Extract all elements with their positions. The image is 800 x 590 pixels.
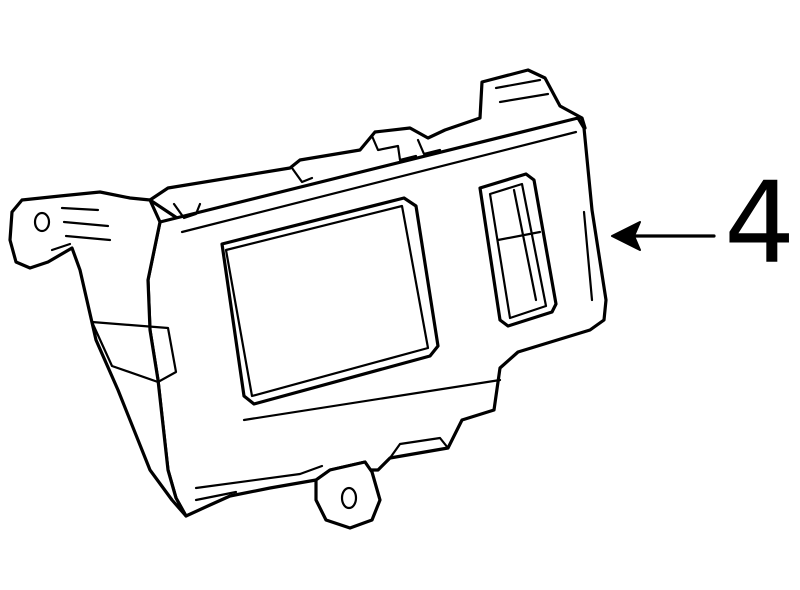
callout-number: 4: [724, 159, 796, 289]
display-window-inner: [224, 204, 430, 398]
bottom-mounting-tab: [314, 460, 382, 530]
front-panel-inner-edge: [180, 130, 594, 422]
bottom-mounting-hole: [340, 486, 358, 510]
left-side-recess: [90, 320, 178, 384]
bracket-part: [8, 68, 608, 530]
bottom-lip: [194, 436, 450, 502]
left-mounting-hole: [33, 211, 51, 233]
right-slot-frame: [478, 172, 558, 328]
right-slot-inner: [488, 182, 548, 320]
display-window-frame: [220, 196, 440, 406]
bracket-left-wing: [8, 190, 188, 518]
callout-arrow: [611, 221, 716, 251]
callout-arrowhead: [611, 221, 641, 251]
top-tab-details: [172, 78, 550, 220]
left-tab-ribs: [50, 206, 112, 252]
